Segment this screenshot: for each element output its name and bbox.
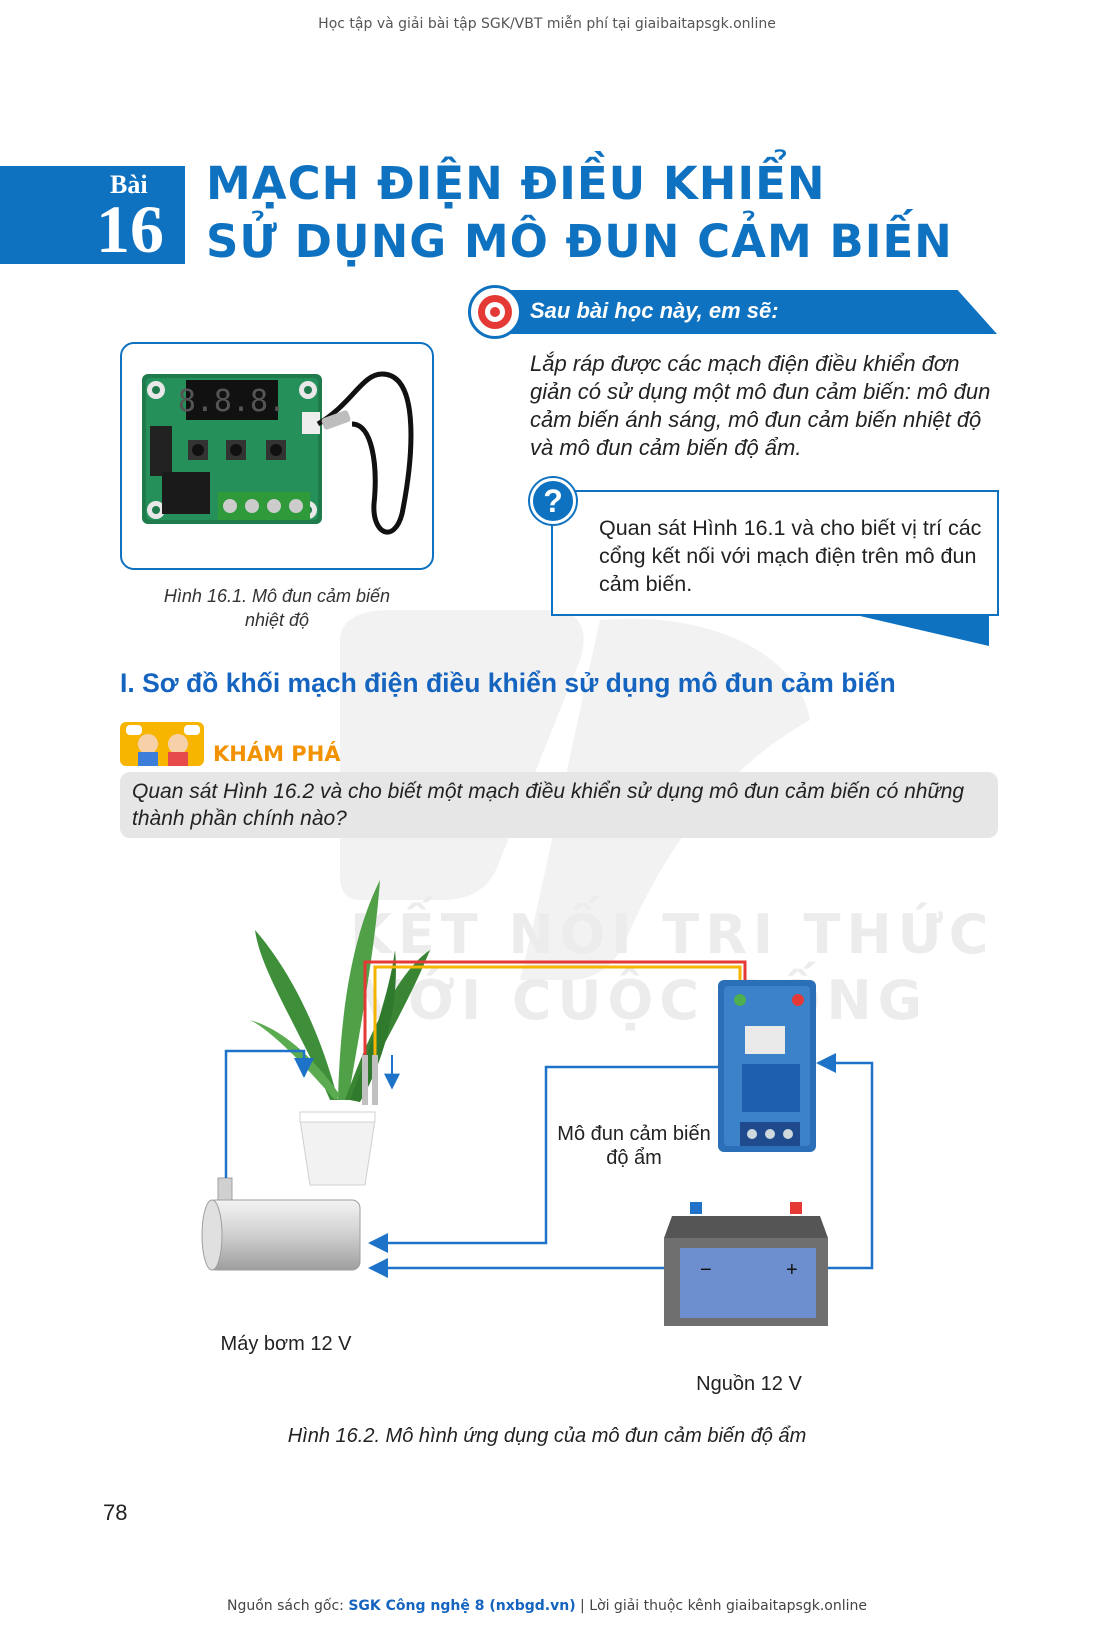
section-heading: I. Sơ đồ khối mạch điện điều khiển sử dụ… <box>120 668 896 698</box>
source-label: Nguồn 12 V <box>696 1373 802 1395</box>
question-text: Quan sát Hình 16.1 và cho biết vị trí cá… <box>599 516 982 596</box>
bottom-note-suffix: | Lời giải thuộc kênh giaibaitapsgk.onli… <box>575 1598 867 1614</box>
figure-16-2-diagram: − + <box>201 880 874 1326</box>
figure-16-1-caption-line2: nhiệt độ <box>244 610 310 630</box>
display-digits: 8.8.8. <box>178 384 286 419</box>
lesson-number: 16 <box>96 191 164 267</box>
sensor-wire-red <box>363 960 747 1055</box>
temperature-module-illustration: 8.8.8. <box>142 371 414 535</box>
watermark-line1: KẾT NỐI TRI THỨC <box>350 903 995 966</box>
explore-icon <box>120 722 204 766</box>
explore-label: KHÁM PHÁ <box>213 742 341 766</box>
lesson-title-line1: MẠCH ĐIỆN ĐIỀU KHIỂN <box>206 157 826 210</box>
soil-probe <box>362 1055 368 1105</box>
lesson-number-box: Bài 16 <box>0 166 185 264</box>
bottom-note: Nguồn sách gốc: SGK Công nghệ 8 (nxbgd.v… <box>0 1598 1094 1614</box>
sensor-to-pump-arrow <box>368 1065 718 1253</box>
target-icon <box>468 285 522 339</box>
lesson-label: Bài <box>110 170 148 199</box>
pump-label: Máy bơm 12 V <box>220 1333 352 1355</box>
top-note: Học tập và giải bài tập SGK/VBT miễn phí… <box>318 16 776 32</box>
battery-illustration: − + <box>664 1202 828 1326</box>
bottom-note-prefix: Nguồn sách gốc: <box>227 1598 349 1614</box>
figure-16-1-caption-line1: Hình 16.1. Mô đun cảm biến <box>163 586 391 606</box>
question-box <box>551 490 999 616</box>
pump-illustration <box>201 1177 361 1271</box>
lesson-title: MẠCH ĐIỆN ĐIỀU KHIỂN SỬ DỤNG MÔ ĐUN CẢM … <box>206 155 953 271</box>
battery-plus-sign: + <box>786 1259 798 1281</box>
objectives-banner: Sau bài học này, em sẽ: <box>505 290 997 334</box>
plant-illustration <box>250 880 430 1186</box>
lesson-title-line2: SỬ DỤNG MÔ ĐUN CẢM BIẾN <box>206 215 953 268</box>
sensor-module-label-line2: độ ẩm <box>606 1147 662 1169</box>
source-to-sensor-arrow <box>816 1053 874 1270</box>
pump-to-plant-arrow <box>224 1049 314 1178</box>
watermark-text: KẾT NỐI TRI THỨC VỚI CUỘC SỐNG <box>350 902 994 1034</box>
figure-16-1-caption: Hình 16.1. Mô đun cảm biến nhiệt độ <box>120 584 434 632</box>
humidity-sensor-module <box>718 980 816 1152</box>
explore-text: Quan sát Hình 16.2 và cho biết một mạch … <box>132 780 965 830</box>
watermark-line2: VỚI CUỘC SỐNG <box>360 969 928 1032</box>
objectives-text: Lắp ráp được các mạch điện điều khiển đơ… <box>530 351 991 460</box>
battery-minus-sign: − <box>700 1259 712 1281</box>
sensor-module-label: Mô đun cảm biến độ ẩm <box>556 1122 712 1170</box>
sensor-wire-yellow <box>373 965 742 1055</box>
figure-16-1-frame: 8.8.8. <box>120 342 434 570</box>
bottom-note-source[interactable]: SGK Công nghệ 8 (nxbgd.vn) <box>348 1598 576 1614</box>
question-box-tail <box>860 616 989 646</box>
question-icon: ? <box>530 478 576 524</box>
page-number: 78 <box>103 1500 128 1525</box>
figure-16-2-caption: Hình 16.2. Mô hình ứng dụng của mô đun c… <box>287 1425 807 1447</box>
sensor-module-label-line1: Mô đun cảm biến <box>557 1123 711 1145</box>
explore-box <box>120 772 998 838</box>
objectives-heading: Sau bài học này, em sẽ: <box>530 298 779 323</box>
